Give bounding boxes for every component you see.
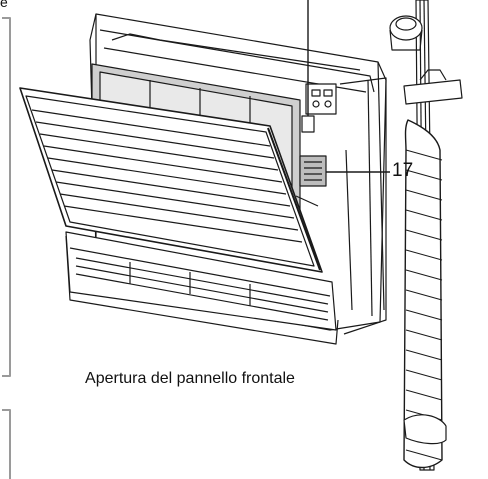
- figure-caption: Apertura del pannello frontale: [85, 370, 295, 387]
- leader-lines: [307, 0, 390, 173]
- hose-clamps: [389, 15, 463, 445]
- control-panel: [301, 83, 337, 133]
- callout-number: 17: [392, 160, 414, 181]
- corner-text: e: [0, 0, 8, 10]
- lower-grille: [65, 231, 339, 345]
- left-frame: [2, 17, 11, 479]
- hose-insulation: [403, 119, 443, 469]
- front-panel-open: [19, 87, 323, 273]
- unit-side: [339, 77, 387, 335]
- component-17: [299, 155, 327, 187]
